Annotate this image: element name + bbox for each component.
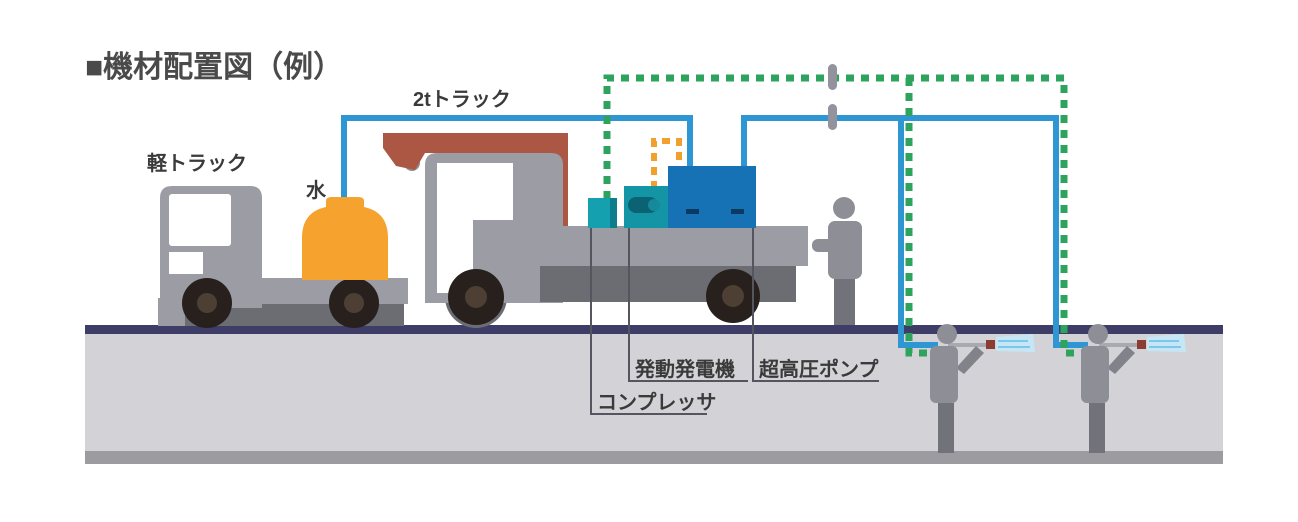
hose-lines — [341, 64, 1088, 357]
light-truck-window — [169, 194, 231, 246]
worker-head — [1088, 324, 1108, 344]
compressed-air-hose — [603, 74, 1087, 357]
worker-torso — [1081, 346, 1109, 403]
light-truck-front-wheel — [182, 278, 232, 328]
pump-body — [668, 166, 756, 228]
worker-arm — [1107, 346, 1135, 374]
road-base-strip — [85, 451, 1223, 464]
pump-leader-line — [752, 228, 879, 382]
operator-torso — [828, 221, 862, 279]
generator-leader-line — [628, 228, 748, 382]
pump-vent-detail — [686, 209, 699, 214]
water-suction-hose — [341, 115, 693, 204]
light-truck-bed — [238, 278, 408, 304]
water-tank — [302, 197, 388, 280]
power-cable — [651, 138, 682, 189]
generator-unit — [624, 186, 669, 228]
callout-leaders — [590, 228, 879, 415]
worker-legs — [938, 403, 954, 453]
compressor-unit — [588, 198, 617, 228]
jet-nozzle — [1137, 340, 1146, 349]
worker-torso — [930, 346, 958, 403]
compressor-leader-line — [590, 228, 707, 415]
water-label: 水 — [306, 179, 327, 202]
ground — [85, 325, 1223, 464]
compressor-shade — [610, 198, 617, 228]
two-ton-truck-front-wheel — [448, 269, 504, 325]
jet-worker-1 — [930, 324, 1035, 453]
hose-coupling-icon — [828, 104, 837, 130]
compressor-label: コンプレッサ — [597, 391, 716, 414]
worker-head — [937, 324, 957, 344]
light-truck-window-lower — [169, 252, 203, 274]
light-truck-label: 軽トラック — [147, 152, 247, 175]
two-ton-truck-window — [437, 163, 513, 293]
light-truck-rear-wheel — [329, 278, 379, 328]
page-title: ■機材配置図（例） — [85, 50, 343, 84]
worker-arm — [956, 346, 984, 374]
generator-label: 発動発電機 — [634, 357, 735, 381]
two-ton-truck-bed — [556, 226, 808, 266]
pump-label: 超高圧ポンプ — [758, 357, 879, 381]
light-truck — [158, 186, 408, 328]
generator-dial-icon — [648, 199, 660, 211]
jet-worker-2 — [1081, 324, 1186, 453]
operator-legs — [834, 279, 855, 325]
pump-vent-detail — [731, 209, 744, 214]
pump-operator-figure — [812, 197, 862, 325]
hose-coupling-icon — [828, 64, 837, 90]
worker-legs — [1089, 403, 1105, 453]
two-ton-truck-label: 2tトラック — [413, 88, 511, 111]
road-top-line — [85, 325, 1223, 334]
two-ton-truck-rear-wheel — [706, 269, 760, 323]
water-spray-streaks — [1149, 340, 1181, 348]
compressed-air-hose-branch — [905, 78, 936, 357]
jet-lance — [1099, 343, 1139, 347]
operator-head — [833, 197, 855, 219]
two-ton-truck — [383, 133, 808, 328]
pump-unit — [668, 166, 756, 228]
high-pressure-water-hose-branch — [898, 118, 938, 348]
jet-lance — [948, 343, 988, 347]
water-spray-streaks — [998, 340, 1030, 348]
water-spray — [996, 334, 1035, 352]
road-surface — [85, 333, 1223, 451]
jet-nozzle — [986, 340, 995, 349]
water-spray — [1147, 334, 1186, 352]
